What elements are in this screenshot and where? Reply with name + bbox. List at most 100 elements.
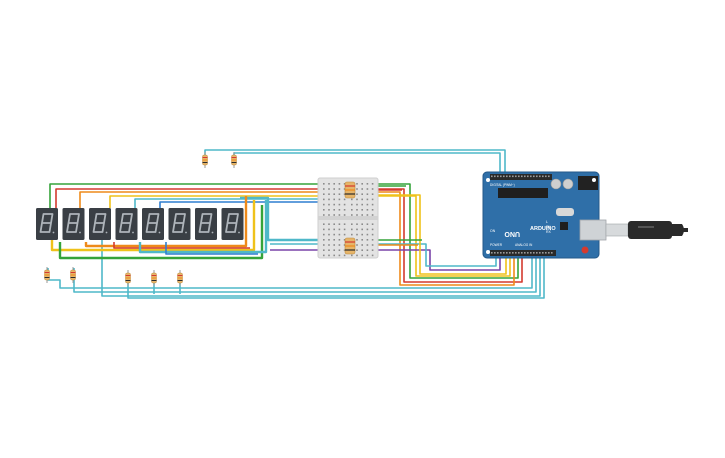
- seven-segment-display[interactable]: [89, 208, 111, 240]
- wire-cyan-top[interactable]: [204, 149, 506, 176]
- breadboard-hole[interactable]: [328, 239, 330, 241]
- breadboard-hole[interactable]: [356, 223, 358, 225]
- breadboard-hole[interactable]: [343, 198, 346, 201]
- breadboard-hole[interactable]: [361, 239, 363, 241]
- breadboard-hole[interactable]: [351, 209, 353, 211]
- seven-segment-display[interactable]: [115, 208, 138, 240]
- breadboard-hole[interactable]: [333, 188, 335, 190]
- breadboard-hole[interactable]: [323, 228, 325, 231]
- breadboard-hole[interactable]: [371, 244, 374, 246]
- breadboard-hole[interactable]: [328, 183, 330, 185]
- breadboard-hole[interactable]: [328, 228, 330, 231]
- breadboard-hole[interactable]: [323, 223, 325, 225]
- seven-segment-display[interactable]: [142, 208, 164, 240]
- mini-breadboard[interactable]: [317, 177, 379, 259]
- header-pin[interactable]: [494, 252, 496, 254]
- breadboard-hole[interactable]: [371, 239, 374, 241]
- breadboard-hole[interactable]: [371, 183, 374, 185]
- wire-cyan-bottom-4[interactable]: [127, 252, 545, 299]
- breadboard-hole[interactable]: [333, 233, 335, 236]
- resistor-icon[interactable]: [70, 267, 76, 283]
- breadboard-hole[interactable]: [356, 183, 358, 185]
- breadboard-hole[interactable]: [328, 249, 330, 251]
- breadboard-hole[interactable]: [356, 203, 358, 206]
- wire-green-2[interactable]: [58, 205, 264, 260]
- breadboard-hole[interactable]: [323, 249, 325, 251]
- breadboard-hole[interactable]: [356, 233, 358, 236]
- breadboard-hole[interactable]: [323, 214, 325, 216]
- header-pin[interactable]: [500, 175, 502, 178]
- breadboard-hole[interactable]: [338, 254, 341, 257]
- breadboard-hole[interactable]: [343, 209, 346, 211]
- breadboard-hole[interactable]: [338, 244, 341, 246]
- header-pin[interactable]: [545, 175, 547, 178]
- header-pin[interactable]: [500, 252, 502, 254]
- breadboard-hole[interactable]: [333, 193, 335, 195]
- header-pin[interactable]: [548, 175, 550, 178]
- header-pin[interactable]: [533, 175, 535, 178]
- breadboard-hole[interactable]: [328, 198, 330, 201]
- breadboard-hole[interactable]: [351, 233, 353, 236]
- breadboard-hole[interactable]: [333, 249, 335, 251]
- breadboard-hole[interactable]: [328, 223, 330, 225]
- resistor-icon[interactable]: [177, 270, 183, 286]
- breadboard-hole[interactable]: [323, 183, 325, 185]
- breadboard-hole[interactable]: [356, 209, 358, 211]
- header-pin[interactable]: [497, 175, 499, 178]
- wire-orange-1[interactable]: [79, 191, 515, 286]
- breadboard-hole[interactable]: [343, 223, 346, 225]
- breadboard-hole[interactable]: [343, 203, 346, 206]
- resistor-icon[interactable]: [125, 270, 131, 286]
- breadboard-hole[interactable]: [328, 193, 330, 195]
- breadboard-hole[interactable]: [356, 198, 358, 201]
- header-pin[interactable]: [527, 175, 529, 178]
- breadboard-hole[interactable]: [333, 203, 335, 206]
- wire-cyan-top-2[interactable]: [233, 152, 501, 176]
- breadboard-hole[interactable]: [361, 203, 363, 206]
- breadboard-hole[interactable]: [371, 203, 374, 206]
- breadboard-hole[interactable]: [333, 228, 335, 231]
- wire-purple-1[interactable]: [270, 249, 501, 271]
- header-pin[interactable]: [539, 252, 541, 254]
- header-pin[interactable]: [542, 252, 544, 254]
- breadboard-hole[interactable]: [323, 233, 325, 236]
- breadboard-hole[interactable]: [356, 249, 358, 251]
- header-pin[interactable]: [518, 175, 520, 178]
- breadboard-hole[interactable]: [356, 239, 358, 241]
- breadboard-hole[interactable]: [333, 198, 335, 201]
- header-pin[interactable]: [539, 175, 541, 178]
- header-pin[interactable]: [524, 252, 526, 254]
- breadboard-hole[interactable]: [343, 249, 346, 251]
- breadboard-hole[interactable]: [366, 203, 369, 206]
- breadboard-hole[interactable]: [343, 188, 346, 190]
- breadboard-hole[interactable]: [338, 214, 341, 216]
- seven-segment-display[interactable]: [168, 208, 191, 240]
- resistor-icon[interactable]: [44, 267, 50, 283]
- breadboard-hole[interactable]: [371, 223, 374, 225]
- breadboard-hole[interactable]: [361, 223, 363, 225]
- breadboard-hole[interactable]: [371, 188, 374, 190]
- usb-cable[interactable]: [605, 221, 688, 239]
- wire-red-2[interactable]: [113, 242, 250, 249]
- reset-button-icon[interactable]: [581, 246, 589, 254]
- breadboard-hole[interactable]: [351, 228, 353, 231]
- breadboard-hole[interactable]: [333, 244, 335, 246]
- seven-segment-display[interactable]: [36, 208, 58, 240]
- breadboard-hole[interactable]: [343, 183, 346, 185]
- header-pin[interactable]: [521, 175, 523, 178]
- wire-cyan-mid-2[interactable]: [270, 243, 497, 267]
- breadboard-hole[interactable]: [361, 233, 363, 236]
- breadboard-hole[interactable]: [361, 183, 363, 185]
- breadboard-hole[interactable]: [361, 188, 363, 190]
- header-pin[interactable]: [497, 252, 499, 254]
- breadboard-hole[interactable]: [338, 193, 341, 195]
- header-pin[interactable]: [518, 252, 520, 254]
- breadboard-hole[interactable]: [366, 223, 369, 225]
- breadboard-hole[interactable]: [351, 223, 353, 225]
- header-pin[interactable]: [491, 252, 493, 254]
- breadboard-hole[interactable]: [366, 233, 369, 236]
- wire-cyan-mid-3[interactable]: [240, 196, 330, 242]
- resistor-icon[interactable]: [151, 270, 157, 286]
- breadboard-hole[interactable]: [361, 249, 363, 251]
- breadboard-hole[interactable]: [371, 254, 374, 257]
